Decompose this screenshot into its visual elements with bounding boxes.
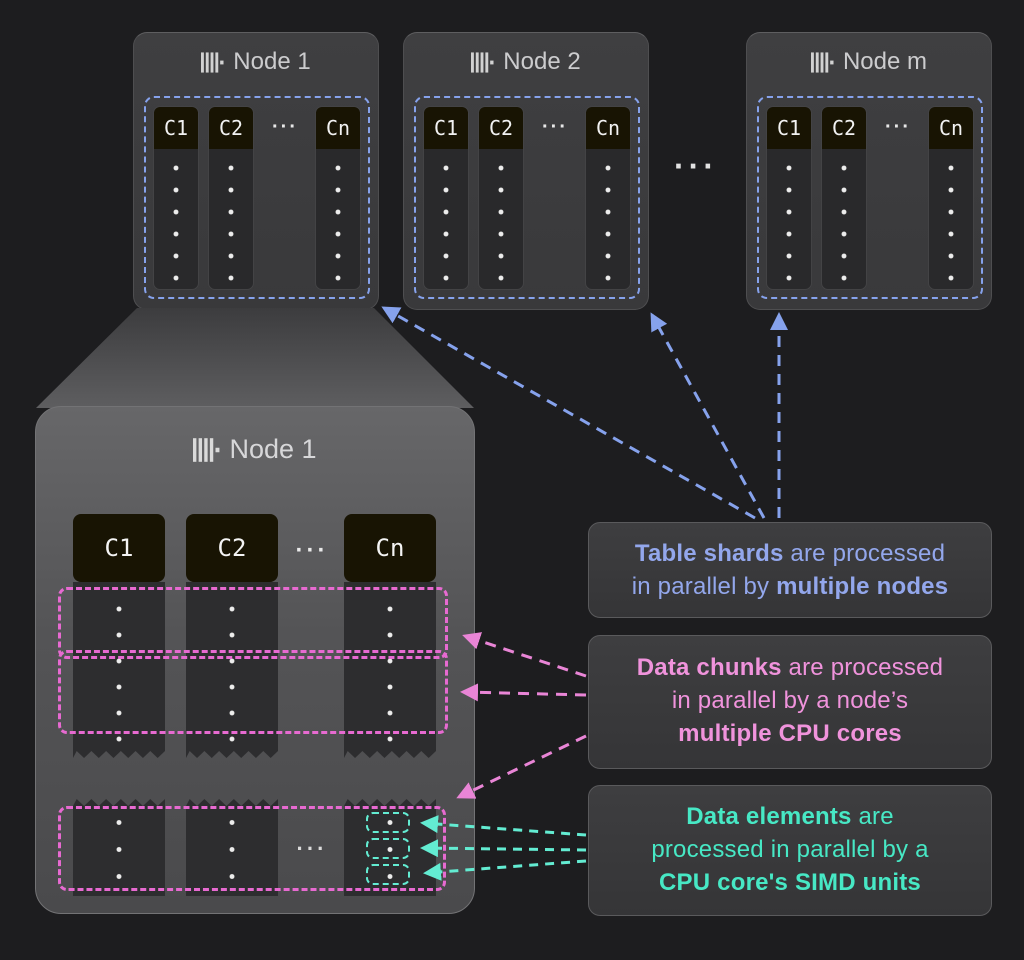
- column-segment-upper-c1: [73, 582, 165, 758]
- nodes-ellipsis: ···: [674, 148, 718, 184]
- column-segment-upper-c2: [186, 582, 278, 758]
- callout-line: Data chunks are processed: [636, 654, 944, 681]
- column-header: C2: [479, 107, 523, 149]
- column-data-dots: [929, 157, 973, 289]
- node-title-label: Node 2: [503, 48, 581, 75]
- column-segment-upper-cn: [344, 582, 436, 758]
- table-shard-outline-2: C1 C2 ··· Cn: [414, 96, 640, 299]
- node-2-title: Node 2: [404, 48, 648, 76]
- column-c2: C2: [821, 106, 867, 290]
- column-c2: C2: [208, 106, 254, 290]
- column-data-dots: [344, 596, 436, 744]
- column-header: Cn: [316, 107, 360, 149]
- zoom-cone: [36, 308, 474, 408]
- columns-ellipsis: ···: [295, 537, 329, 564]
- clickhouse-icon: [811, 52, 834, 73]
- clickhouse-icon: [471, 52, 494, 73]
- simd-element-box-2: [366, 838, 410, 859]
- column-segment-lower-c2: [186, 799, 278, 896]
- column-c2: C2: [478, 106, 524, 290]
- callout-line: Data elements are: [686, 803, 894, 830]
- column-header: Cn: [929, 107, 973, 149]
- column-header: C1: [154, 107, 198, 149]
- table-shard-outline-1: C1 C2 ··· Cn: [144, 96, 370, 299]
- columns-ellipsis: ···: [542, 116, 568, 138]
- node-1-title: Node 1: [134, 48, 378, 76]
- column-data-dots: [424, 157, 468, 289]
- column-data-dots: [209, 157, 253, 289]
- column-data-dots: [73, 809, 165, 893]
- column-header: C1: [767, 107, 811, 149]
- table-shard-outline-m: C1 C2 ··· Cn: [757, 96, 983, 299]
- data-chunk-outline-1: [58, 587, 448, 659]
- column-header: C2: [822, 107, 866, 149]
- column-data-dots: [822, 157, 866, 289]
- column-header-c1: C1: [73, 514, 165, 582]
- column-c1: C1: [423, 106, 469, 290]
- column-header: C1: [424, 107, 468, 149]
- columns-ellipsis: ···: [272, 116, 298, 138]
- column-data-dots: [73, 596, 165, 744]
- column-cn: Cn: [585, 106, 631, 290]
- callout-table-shards: Table shards are processed in parallel b…: [588, 522, 992, 618]
- column-header-cn: Cn: [344, 514, 436, 582]
- column-data-dots: [586, 157, 630, 289]
- column-data-dots: [767, 157, 811, 289]
- callout-line: CPU core's SIMD units: [659, 869, 921, 896]
- callout-line: processed in parallel by a: [651, 836, 929, 863]
- zoomed-node-title: Node 1: [36, 434, 474, 465]
- node-m-title: Node m: [747, 48, 991, 76]
- column-cn: Cn: [315, 106, 361, 290]
- columns-ellipsis: ···: [296, 836, 328, 861]
- simd-element-box-3: [366, 864, 410, 885]
- column-header: C2: [209, 107, 253, 149]
- column-header-c2: C2: [186, 514, 278, 582]
- column-segment-lower-c1: [73, 799, 165, 896]
- column-c1: C1: [766, 106, 812, 290]
- callout-line: in parallel by a node’s: [671, 687, 909, 714]
- node-title-label: Node m: [842, 48, 928, 75]
- callout-line: Table shards are processed: [634, 540, 946, 567]
- node-box-2: Node 2 C1 C2 ··· Cn: [403, 32, 649, 310]
- data-chunk-outline-2: [58, 650, 448, 734]
- clickhouse-icon: [193, 438, 220, 462]
- column-data-dots: [154, 157, 198, 289]
- arrow-chunks-to-chunk2: [460, 683, 587, 702]
- columns-ellipsis: ···: [885, 116, 911, 138]
- node-title-label: Node 1: [233, 48, 311, 75]
- node-box-m: Node m C1 C2 ··· Cn: [746, 32, 992, 310]
- column-data-dots: [186, 596, 278, 744]
- arrow-chunks-to-chunk1: [462, 632, 587, 678]
- column-data-dots: [479, 157, 523, 289]
- column-cn: Cn: [928, 106, 974, 290]
- node-title-label: Node 1: [229, 434, 317, 464]
- arrow-shards-to-node2: [650, 312, 766, 519]
- callout-data-elements: Data elements are processed in parallel …: [588, 785, 992, 916]
- column-header: Cn: [586, 107, 630, 149]
- callout-line: in parallel by multiple nodes: [631, 573, 949, 600]
- column-data-dots: [186, 809, 278, 893]
- node-box-1: Node 1 C1 C2 ··· Cn: [133, 32, 379, 310]
- callout-line: multiple CPU cores: [678, 720, 902, 747]
- clickhouse-icon: [201, 52, 224, 73]
- simd-element-box-1: [366, 812, 410, 833]
- column-data-dots: [316, 157, 360, 289]
- column-c1: C1: [153, 106, 199, 290]
- arrow-chunks-to-chunk3: [456, 734, 587, 799]
- callout-data-chunks: Data chunks are processed in parallel by…: [588, 635, 992, 769]
